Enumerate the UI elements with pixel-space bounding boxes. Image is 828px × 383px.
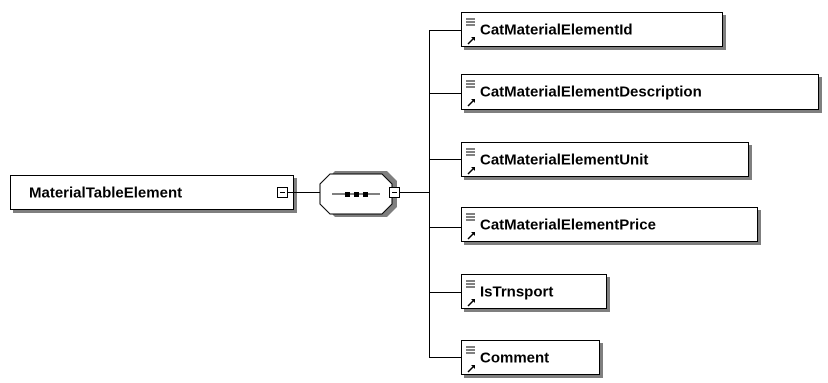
child-element-box[interactable]: CatMaterialElementDescription <box>461 74 819 110</box>
connector-line <box>429 227 461 228</box>
root-element-box[interactable]: MaterialTableElement <box>10 175 294 210</box>
element-ref-icon <box>466 148 475 175</box>
connector-line <box>429 159 461 160</box>
element-ref-icon <box>466 280 475 307</box>
connector-line <box>429 357 461 358</box>
connector-line <box>400 192 429 193</box>
connector-line <box>288 192 322 193</box>
child-element-label: Comment <box>480 349 550 366</box>
child-element-box[interactable]: Comment <box>461 340 600 375</box>
element-ref-icon <box>466 213 475 240</box>
element-ref-icon <box>466 346 475 373</box>
child-element-label: IsTrnsport <box>480 283 554 300</box>
trunk-line <box>429 30 430 358</box>
root-collapse-toggle[interactable] <box>277 187 288 198</box>
child-element-label: CatMaterialElementDescription <box>480 83 702 101</box>
connector-line <box>429 93 461 94</box>
compositor-collapse-toggle[interactable] <box>389 187 400 198</box>
child-element-label: CatMaterialElementUnit <box>480 151 649 168</box>
child-element-box[interactable]: CatMaterialElementId <box>461 12 723 47</box>
element-ref-icon <box>466 18 475 45</box>
root-element-label: MaterialTableElement <box>29 184 183 201</box>
child-element-label: CatMaterialElementId <box>480 21 633 38</box>
child-element-label: CatMaterialElementPrice <box>480 216 656 233</box>
child-element-box[interactable]: CatMaterialElementUnit <box>461 142 749 177</box>
sequence-icon <box>332 192 380 197</box>
child-element-box[interactable]: IsTrnsport <box>461 274 607 309</box>
child-element-box[interactable]: CatMaterialElementPrice <box>461 207 758 242</box>
connector-line <box>429 292 461 293</box>
connector-line <box>429 30 461 31</box>
sequence-compositor[interactable] <box>318 170 408 218</box>
element-ref-icon <box>466 80 475 107</box>
